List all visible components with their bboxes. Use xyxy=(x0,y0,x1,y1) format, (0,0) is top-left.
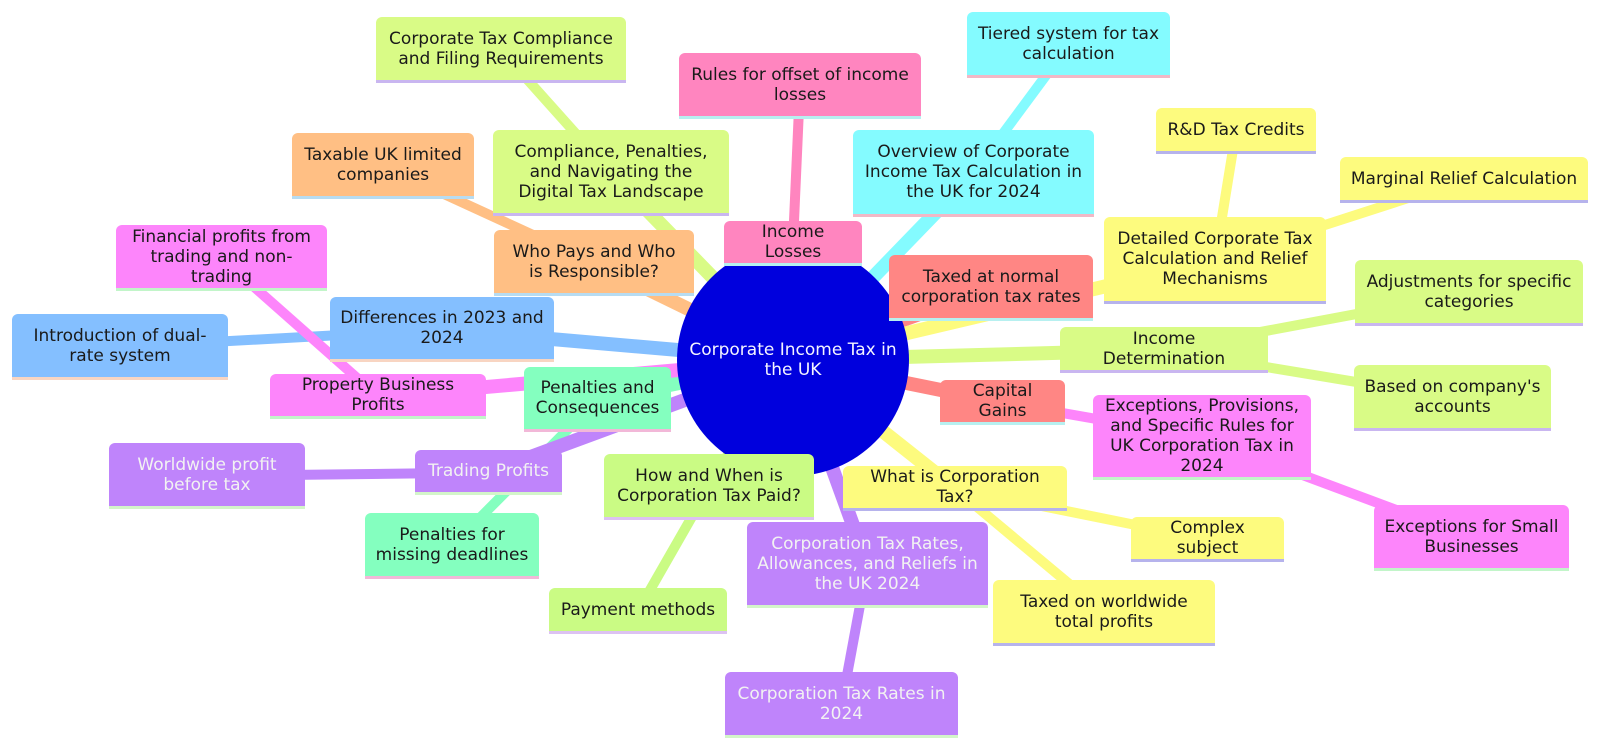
node-label: Exceptions for Small Businesses xyxy=(1384,516,1559,557)
mind-map-node-n9[interactable]: Exceptions, Provisions, and Specific Rul… xyxy=(1093,395,1311,480)
mind-map-node-n6[interactable]: Detailed Corporate Tax Calculation and R… xyxy=(1104,217,1326,304)
mind-map-node-n16a[interactable]: Financial profits from trading and non-t… xyxy=(116,225,327,291)
mind-map-node-n6a[interactable]: R&D Tax Credits xyxy=(1156,108,1316,154)
node-label: Income Determination xyxy=(1102,328,1226,369)
node-label: Complex subject xyxy=(1170,518,1245,558)
node-label: Exceptions, Provisions, and Specific Rul… xyxy=(1104,396,1300,476)
mind-map-node-n9a[interactable]: Exceptions for Small Businesses xyxy=(1374,505,1569,571)
node-label: Corporate Tax Compliance and Filing Requ… xyxy=(389,28,613,69)
root-label: Corporate Income Tax in the UK xyxy=(689,340,897,380)
node-label: Marginal Relief Calculation xyxy=(1350,168,1578,189)
mind-map-node-n10a[interactable]: Complex subject xyxy=(1131,517,1284,562)
node-label: Differences in 2023 and 2024 xyxy=(340,308,544,348)
mind-map-node-n11a[interactable]: Corporation Tax Rates in 2024 xyxy=(725,672,958,738)
mind-map-node-n3a[interactable]: Rules for offset of income losses xyxy=(679,53,921,119)
node-label: Detailed Corporate Tax Calculation and R… xyxy=(1117,229,1313,289)
node-label: What is Corporation Tax? xyxy=(870,467,1040,507)
mind-map-node-n6b[interactable]: Marginal Relief Calculation xyxy=(1340,157,1588,203)
mind-map-node-n10b[interactable]: Taxed on worldwide total profits xyxy=(993,580,1215,646)
node-label: Payment methods xyxy=(560,599,716,620)
node-label: Penalties for missing deadlines xyxy=(375,524,529,565)
node-label: Income Losses xyxy=(761,222,825,262)
mind-map-node-n15[interactable]: Differences in 2023 and 2024 xyxy=(330,297,554,362)
mind-map-node-n7a[interactable]: Adjustments for specific categories xyxy=(1355,260,1583,326)
mind-map-node-n2a[interactable]: Taxable UK limited companies xyxy=(292,133,474,199)
node-label: Taxed on worldwide total profits xyxy=(1020,591,1188,632)
mind-map-node-n5[interactable]: Taxed at normal corporation tax rates xyxy=(889,255,1093,321)
mind-map-node-n1[interactable]: Compliance, Penalties, and Navigating th… xyxy=(493,130,729,216)
mind-map-node-n15a[interactable]: Introduction of dual-rate system xyxy=(12,314,228,380)
mind-map-node-n10[interactable]: What is Corporation Tax? xyxy=(843,466,1067,511)
node-label: R&D Tax Credits xyxy=(1167,119,1305,140)
node-label: Compliance, Penalties, and Navigating th… xyxy=(514,141,708,202)
node-label: Property Business Profits xyxy=(301,375,455,415)
node-label: Overview of Corporate Income Tax Calcula… xyxy=(864,142,1083,202)
mind-map-node-n16[interactable]: Property Business Profits xyxy=(270,374,486,419)
mind-map-node-n14a[interactable]: Worldwide profit before tax xyxy=(109,443,305,509)
mind-map-node-n14[interactable]: Trading Profits xyxy=(415,450,562,495)
node-label: Capital Gains xyxy=(972,381,1033,421)
node-label: Worldwide profit before tax xyxy=(137,454,277,495)
mind-map-node-n13[interactable]: Penalties and Consequences xyxy=(524,367,671,432)
mind-map-node-n4a[interactable]: Tiered system for tax calculation xyxy=(967,12,1170,78)
node-label: Rules for offset of income losses xyxy=(691,64,909,105)
node-label: Tiered system for tax calculation xyxy=(977,23,1160,64)
mind-map-node-n2[interactable]: Who Pays and Who is Responsible? xyxy=(494,230,694,296)
node-label: Who Pays and Who is Responsible? xyxy=(512,241,676,282)
mind-map-node-n12a[interactable]: Payment methods xyxy=(549,588,727,634)
node-label: Adjustments for specific categories xyxy=(1366,271,1572,312)
mind-map-node-n12[interactable]: How and When is Corporation Tax Paid? xyxy=(604,454,814,520)
mind-map-node-n1a[interactable]: Corporate Tax Compliance and Filing Requ… xyxy=(376,17,626,83)
mind-map-node-n13a[interactable]: Penalties for missing deadlines xyxy=(365,513,539,579)
mind-map-node-n8[interactable]: Capital Gains xyxy=(940,380,1065,425)
mind-map-node-n7[interactable]: Income Determination xyxy=(1060,327,1268,373)
mind-map-node-n7b[interactable]: Based on company's accounts xyxy=(1354,365,1551,431)
node-label: Corporation Tax Rates, Allowances, and R… xyxy=(757,533,978,594)
node-label: Taxable UK limited companies xyxy=(304,144,462,185)
mind-map-node-n4[interactable]: Overview of Corporate Income Tax Calcula… xyxy=(853,130,1094,217)
root-node-central-topic[interactable]: Corporate Income Tax in the UK xyxy=(677,244,909,476)
node-label: Financial profits from trading and non-t… xyxy=(132,226,311,287)
node-label: How and When is Corporation Tax Paid? xyxy=(617,465,801,506)
node-label: Corporation Tax Rates in 2024 xyxy=(737,683,946,724)
node-label: Based on company's accounts xyxy=(1364,376,1541,417)
mind-map-node-n3[interactable]: Income Losses xyxy=(724,221,862,266)
node-label: Introduction of dual-rate system xyxy=(33,325,207,366)
node-label: Trading Profits xyxy=(428,461,549,481)
node-label: Taxed at normal corporation tax rates xyxy=(901,266,1081,307)
mind-map-node-n11[interactable]: Corporation Tax Rates, Allowances, and R… xyxy=(747,522,988,608)
node-label: Penalties and Consequences xyxy=(535,378,660,418)
